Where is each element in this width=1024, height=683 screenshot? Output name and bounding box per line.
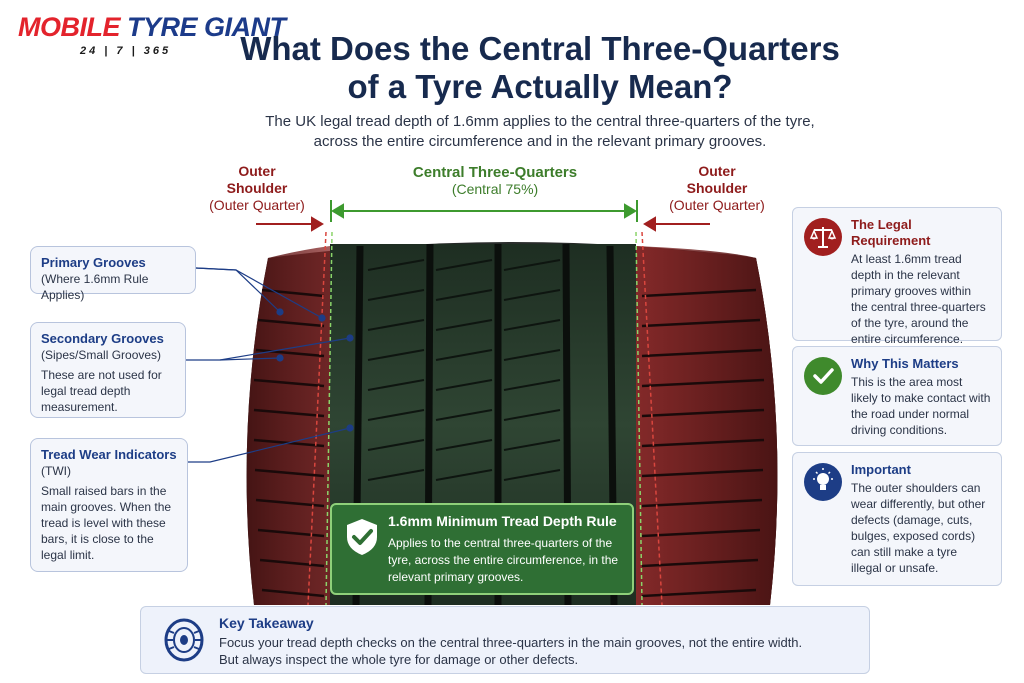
legal-body: At least 1.6mm tread depth in the releva… xyxy=(851,252,986,346)
logo-part-mobile: MOBILE xyxy=(18,12,121,42)
legal-requirement-card: The Legal Requirement At least 1.6mm tre… xyxy=(792,207,1002,346)
check-icon xyxy=(804,357,842,395)
why-title: Why This Matters xyxy=(851,356,959,371)
central-title: Central Three-Quarters xyxy=(412,164,578,181)
left-boundary-red xyxy=(307,231,327,606)
right-boundary-green xyxy=(635,231,643,606)
subtitle-line-1: The UK legal tread depth of 1.6mm applie… xyxy=(265,113,815,130)
central-zone-label: Central Three-Quarters (Central 75%) xyxy=(395,164,595,198)
title-line-1: What Does the Central Three-Quarters xyxy=(240,30,840,67)
secondary-grooves-callout: Secondary Grooves (Sipes/Small Grooves) … xyxy=(30,322,186,418)
left-shoulder-zone xyxy=(246,246,330,605)
takeaway-line-1: Focus your tread depth checks on the cen… xyxy=(219,635,803,650)
right-shoulder-band xyxy=(636,246,778,605)
why-body: This is the area most likely to make con… xyxy=(851,375,991,437)
tread-sipes xyxy=(367,259,561,481)
right-shoulder-zone xyxy=(636,246,778,605)
subtitle-line-2: across the entire circumference and in t… xyxy=(313,133,767,150)
logo-wordmark: MOBILE TYRE GIANT xyxy=(18,12,286,43)
legal-title: The Legal Requirement xyxy=(851,217,931,248)
key-takeaway-box: Key Takeaway Focus your tread depth chec… xyxy=(140,606,870,674)
lightbulb-icon xyxy=(804,463,842,501)
shield-check-icon xyxy=(347,519,377,555)
outer-left-title2: Shoulder xyxy=(226,180,288,196)
secondary-grooves-title: Secondary Grooves xyxy=(41,331,164,346)
outer-shoulder-left-label: Outer Shoulder (Outer Quarter) xyxy=(198,163,316,214)
takeaway-title: Key Takeaway xyxy=(219,615,314,631)
central-width-arrow xyxy=(330,200,638,222)
brand-logo: MOBILE TYRE GIANT 24 | 7 | 365 xyxy=(18,12,286,57)
callout-leaders xyxy=(186,267,354,463)
outer-right-sub: (Outer Quarter) xyxy=(669,197,765,213)
title-line-2: of a Tyre Actually Mean? xyxy=(347,68,733,105)
important-body: The outer shoulders can wear differently… xyxy=(851,481,986,575)
shoulder-arrows xyxy=(256,216,710,232)
why-this-matters-card: Why This Matters This is the area most l… xyxy=(792,346,1002,446)
outer-left-title: Outer xyxy=(238,163,276,179)
secondary-grooves-body: These are not used for legal tread depth… xyxy=(41,368,162,414)
twi-sub: (TWI) xyxy=(41,464,71,478)
logo-part-tyre-giant: TYRE GIANT xyxy=(127,12,286,42)
twi-title: Tread Wear Indicators xyxy=(41,447,177,462)
takeaway-line-2: But always inspect the whole tyre for da… xyxy=(219,652,579,667)
primary-grooves-callout: Primary Grooves (Where 1.6mm Rule Applie… xyxy=(30,246,196,302)
outer-shoulder-right-label: Outer Shoulder (Outer Quarter) xyxy=(658,163,776,214)
rule-body: Applies to the central three-quarters of… xyxy=(388,536,619,584)
twi-callout: Tread Wear Indicators (TWI) Small raised… xyxy=(30,438,188,572)
right-boundary-red xyxy=(641,231,663,606)
outer-right-title: Outer xyxy=(698,163,736,179)
page-title: What Does the Central Three-Quarters of … xyxy=(220,30,860,106)
important-card: Important The outer shoulders can wear d… xyxy=(792,452,1002,586)
primary-grooves-sub: (Where 1.6mm Rule Applies) xyxy=(41,272,149,302)
outer-right-title2: Shoulder xyxy=(686,180,748,196)
secondary-grooves-sub: (Sipes/Small Grooves) xyxy=(41,348,162,362)
outer-left-sub: (Outer Quarter) xyxy=(209,197,305,213)
primary-grooves-title: Primary Grooves xyxy=(41,255,146,270)
rule-title: 1.6mm Minimum Tread Depth Rule xyxy=(388,513,617,529)
scales-icon xyxy=(804,218,842,256)
central-sub: (Central 75%) xyxy=(451,181,539,197)
tread-depth-rule-box: 1.6mm Minimum Tread Depth Rule Applies t… xyxy=(330,503,634,595)
important-title: Important xyxy=(851,462,911,477)
logo-tagline: 24 | 7 | 365 xyxy=(80,45,172,57)
twi-body: Small raised bars in the main grooves. W… xyxy=(41,484,172,562)
tyre-icon xyxy=(164,618,204,662)
page-subtitle: The UK legal tread depth of 1.6mm applie… xyxy=(210,112,870,152)
